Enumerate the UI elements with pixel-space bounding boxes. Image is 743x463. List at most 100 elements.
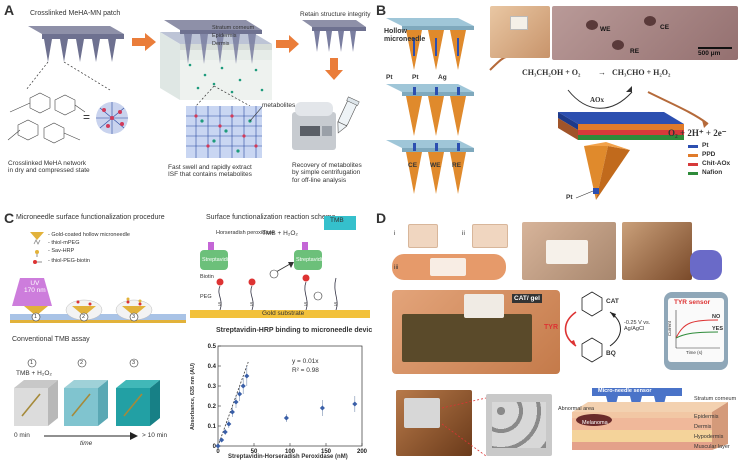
gold-substrate-label: Gold substrate: [262, 310, 305, 317]
metabolites-label: metabolites: [262, 102, 296, 109]
roman-ii: ii: [462, 230, 465, 237]
functionalization-illustration: [10, 232, 186, 440]
photo-we-label: WE: [600, 26, 611, 33]
tmb-step-1: 1: [30, 360, 34, 366]
streptavidin-label-2: Streptavidin: [296, 257, 326, 263]
cat-patch: [464, 294, 504, 318]
tmb-reaction-label: TMB + H₂O₂: [262, 230, 298, 237]
sensor-title: TYR sensor: [674, 299, 711, 306]
step-1-label: 1: [34, 314, 38, 320]
s-label-2: S: [250, 302, 254, 308]
time-zero: 0 min: [14, 432, 30, 439]
skin-layer-muscular: Muscular layer: [694, 444, 730, 450]
legend-sav-hrp: - Sav-HRP: [48, 248, 75, 254]
skin-layer-dermis: Dermis: [694, 424, 712, 430]
y-tick-label: 0.2: [208, 404, 217, 410]
tyr-label: TYR: [544, 324, 558, 331]
retain-text: Retain structure integrity: [300, 11, 371, 18]
data-point: [222, 429, 228, 435]
legend-pt-label: Pt: [702, 142, 709, 149]
panel-a: A Crosslinked MeHA-MN patch: [0, 0, 372, 210]
eq-products: CH₃CHO + H₂O₂: [612, 68, 671, 77]
tmb-product-label: TMB: [330, 217, 344, 224]
data-point: [237, 387, 243, 401]
step-3-label: 3: [132, 314, 136, 320]
hollow-label: Hollow microneedle: [384, 28, 426, 44]
skin-layer-epidermis: Epidermis: [694, 414, 719, 420]
point-marker: [240, 383, 246, 389]
time-label: time: [80, 440, 93, 447]
patch-i: [408, 224, 438, 248]
step-2-label: 2: [82, 314, 86, 320]
time-ten: > 10 min: [142, 432, 168, 439]
scheme-title: Surface functionalization reaction schem…: [206, 214, 336, 221]
recovery-caption: Recovery of metabolites by simple centri…: [292, 162, 362, 184]
pt1-label: Pt: [386, 74, 393, 81]
patch-iii-center: [430, 258, 466, 276]
mn-zoom-photo: [486, 394, 552, 456]
legend-ppd-label: PPD: [702, 151, 716, 158]
panel-b: B: [372, 0, 743, 210]
phone-chart: [675, 310, 720, 349]
point-marker: [222, 429, 228, 435]
photo-re-label: RE: [630, 48, 640, 55]
potential-label: -0.25 V vs. Ag/AgCl: [624, 320, 651, 333]
point-marker: [229, 409, 235, 415]
layer-epidermis: Epidermis: [212, 33, 237, 39]
panel-c-label: C: [4, 210, 15, 226]
x-tick-label: 50: [251, 449, 258, 455]
roman-i: i: [394, 230, 396, 237]
ag-label: Ag: [438, 74, 447, 81]
arm-patch-sticker: [546, 240, 588, 264]
flex-circuit-photo: [622, 222, 692, 280]
glove-photo: [690, 250, 722, 280]
y-tick-label: 0.4: [208, 364, 217, 370]
layer-dermis: Dermis: [212, 41, 230, 47]
bq-label: BQ: [606, 350, 616, 357]
chart-xlabel: Streptavidin-Horseradish Peroxidase (nM): [228, 454, 348, 460]
chart-annotation-eq: y = 0.01x: [292, 358, 319, 365]
skin-photo: [552, 6, 738, 60]
conventional-title: Conventional TMB assay: [12, 336, 90, 343]
phone-ylabel: Current: [666, 321, 672, 337]
legend-chitaox-label: Chit-AOx: [702, 160, 731, 167]
data-point: [283, 414, 289, 422]
cat-molecule-label: CAT: [606, 298, 619, 305]
point-marker: [215, 443, 221, 449]
streptavidin-label-1: Streptavidin: [202, 257, 232, 263]
data-point: [244, 366, 250, 386]
roman-iii: iii: [394, 264, 399, 271]
eq-oxidation: O₂ + 2H⁺ + 2e⁻: [668, 128, 727, 138]
mn-array-patch: [404, 398, 440, 428]
panel-d-label: D: [376, 210, 387, 226]
x-tick-label: 150: [321, 449, 332, 455]
y-tick-label: 0.1: [208, 424, 217, 430]
phone-screen: [668, 298, 724, 362]
chart-ylabel: Absorbance, 635 nm (AU): [190, 363, 196, 430]
re-label: RE: [452, 162, 462, 169]
point-marker: [352, 401, 358, 407]
we-label: WE: [430, 162, 441, 169]
peg-label: PEG: [200, 294, 212, 300]
network-caption: Crosslinked MeHA network in dry and comp…: [8, 160, 90, 175]
point-marker: [244, 373, 250, 379]
cat-gel-label: CAT/ gel: [512, 294, 542, 304]
uv-label: UV 170 nm: [24, 280, 46, 295]
zoom-connector: [441, 397, 487, 457]
legend-gold: - Gold-coated hollow microneedle: [48, 232, 130, 238]
y-tick-label: 0.3: [208, 384, 217, 390]
melanoma-label: Melanoma: [582, 420, 608, 426]
pcb-photo: [402, 314, 532, 362]
fit-line: [217, 361, 249, 447]
chart-points: [215, 366, 358, 449]
chart-fit-line: [217, 361, 249, 447]
eq-arrow: →: [598, 68, 606, 77]
legend-peg-biotin: - thiol-PEG-biotin: [48, 258, 90, 264]
photo-ce-label: CE: [660, 24, 670, 31]
y-tick-label: 0: [213, 444, 217, 450]
phone: [664, 292, 728, 370]
layer-stratum: Stratum corneum: [212, 25, 255, 31]
skin-layer-hypodermis: Hypodermis: [694, 434, 724, 440]
